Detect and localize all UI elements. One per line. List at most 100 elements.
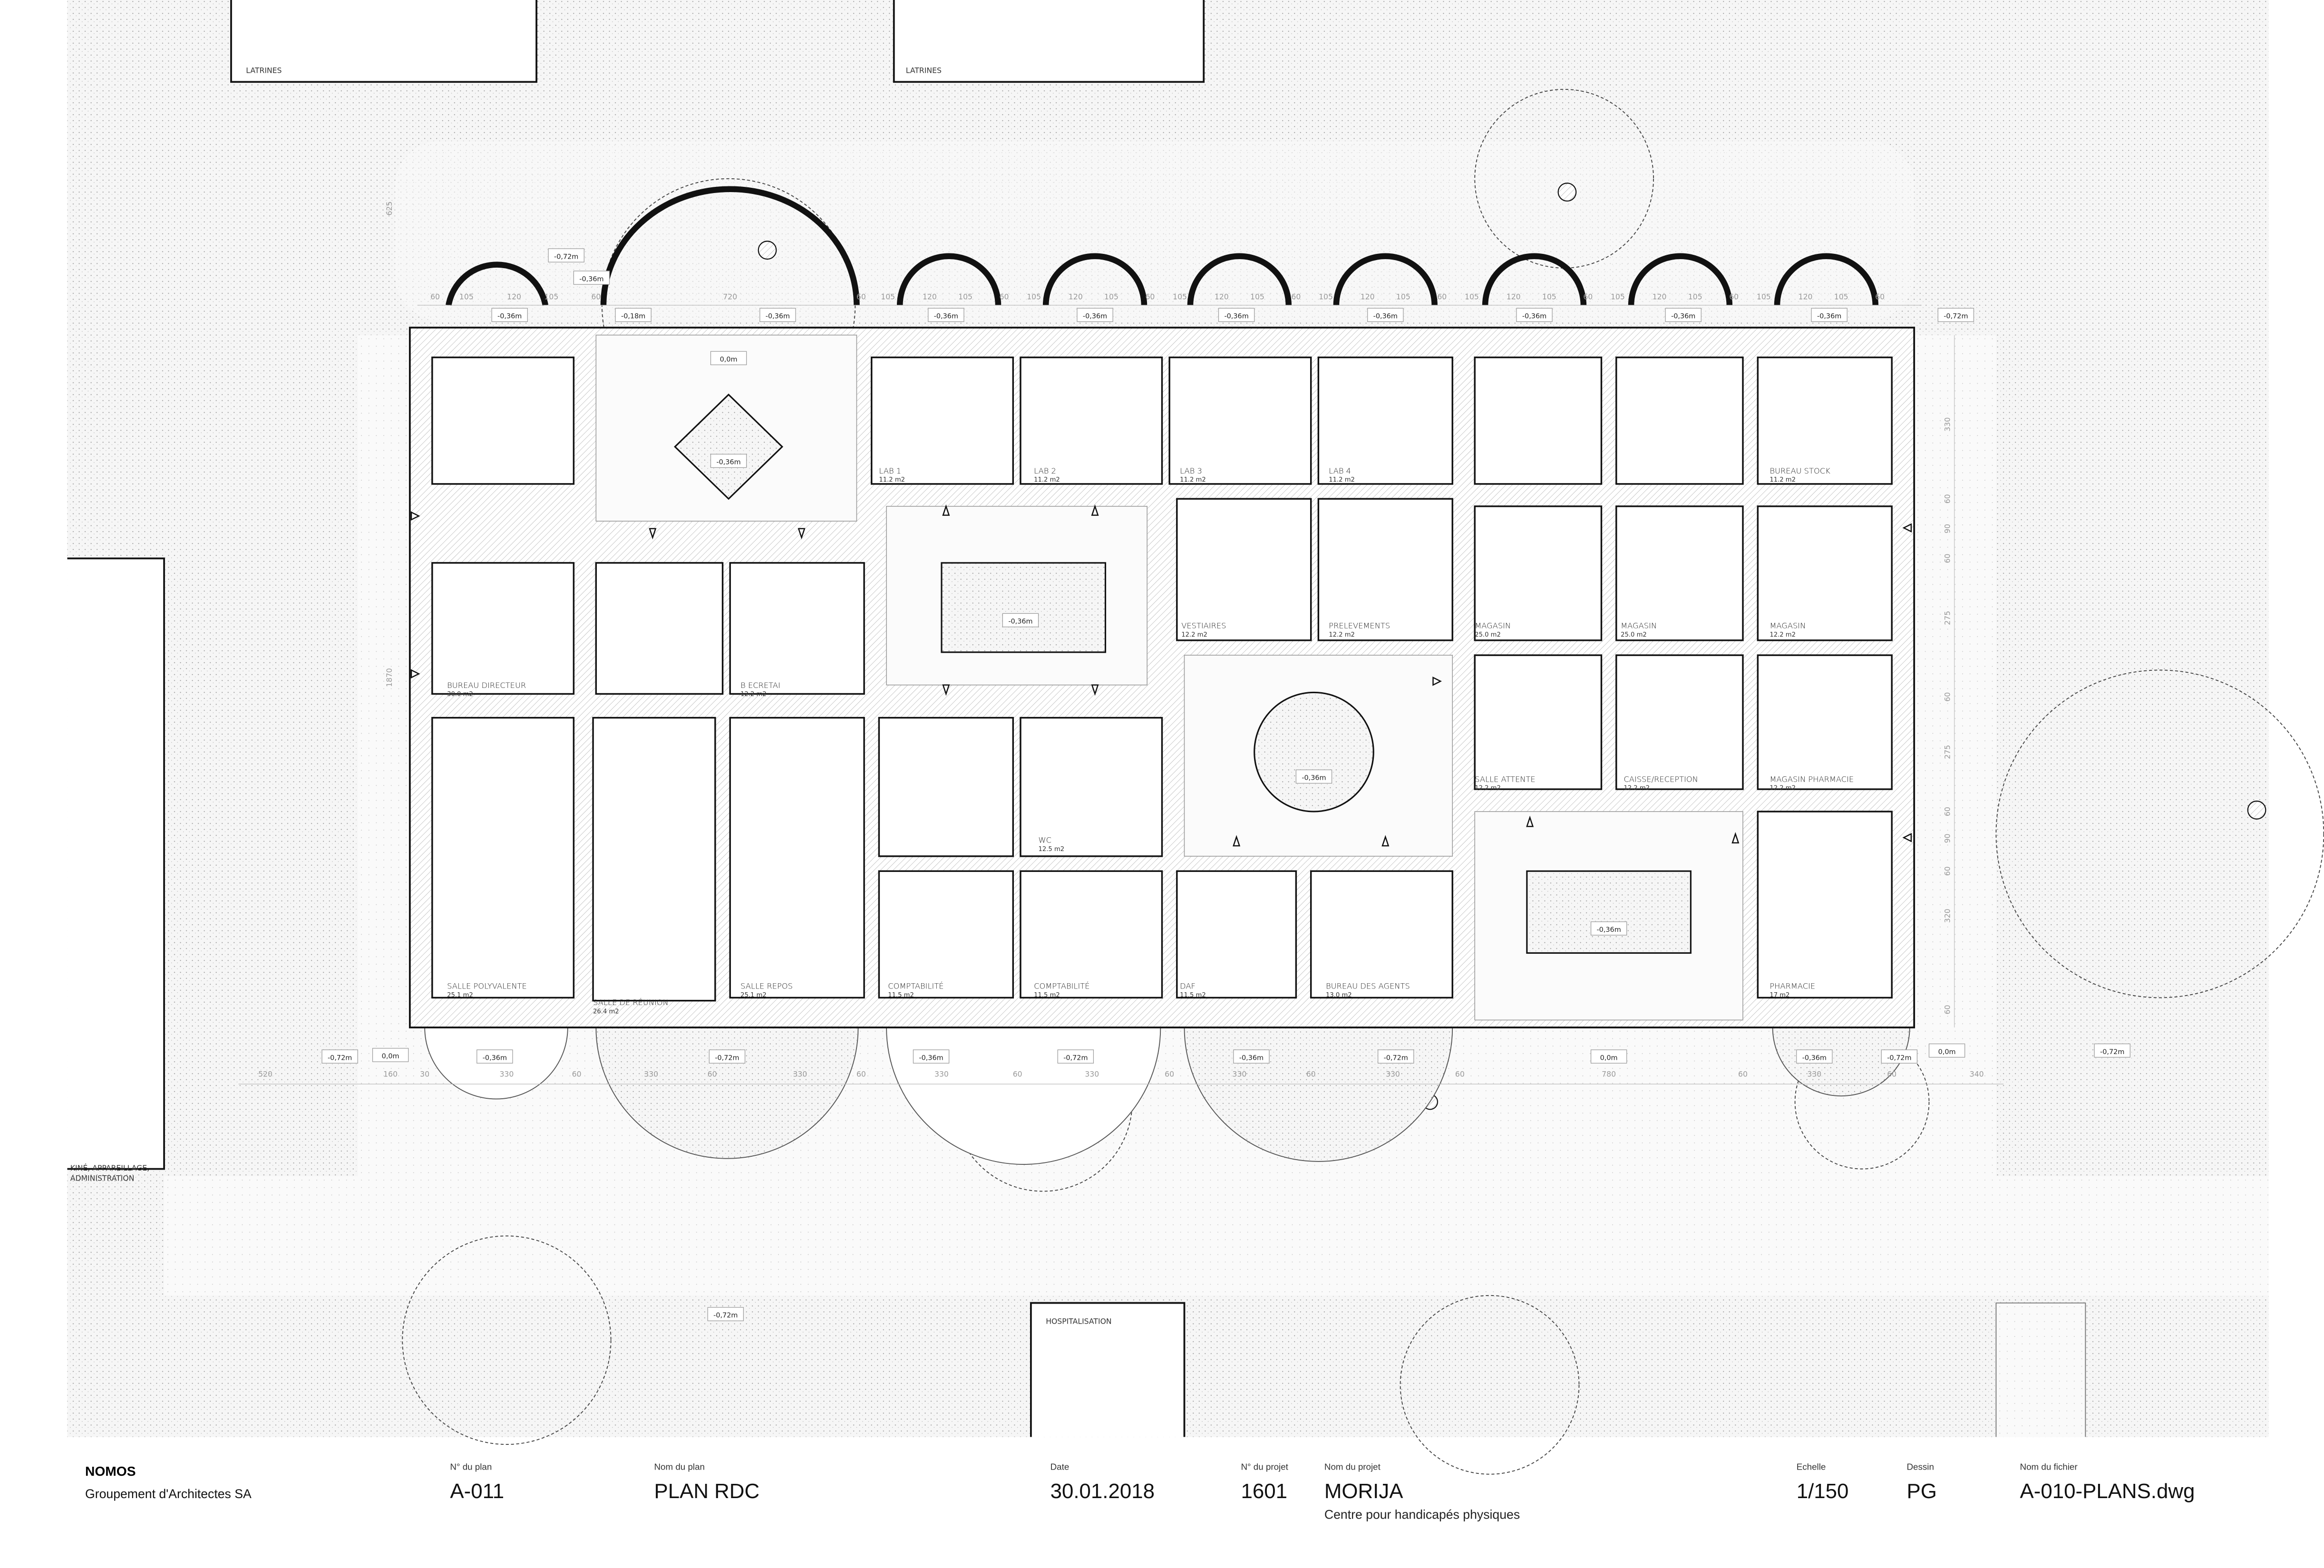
level-marker: -0,72m — [713, 1312, 738, 1319]
level-marker: -0,36m — [716, 459, 740, 466]
date-caption: Date — [1050, 1462, 1070, 1471]
room — [1615, 505, 1744, 641]
dimension: 60 — [708, 1069, 717, 1078]
room-name: COMPTABILITÉ — [1034, 982, 1089, 991]
dimension: 330 — [1807, 1069, 1821, 1078]
room-name: SALLE POLYVALENTE — [447, 982, 527, 991]
room-name: MAGASIN — [1621, 621, 1657, 630]
dimension: 105 — [1757, 292, 1771, 301]
planter — [1254, 691, 1374, 813]
room-name: VESTIAIRES — [1181, 621, 1226, 630]
level-marker-box — [710, 351, 747, 365]
arch — [1187, 253, 1292, 306]
level-markers: -0,72m-0,36m-0,36m-0,18m-0,36m-0,36m-0,3… — [321, 248, 2130, 1321]
room-area: 12.2 m2 — [1475, 785, 1501, 792]
level-marker-box — [372, 1048, 409, 1062]
dimension: 780 — [1602, 1069, 1616, 1078]
room-name: BUREAU STOCK — [1770, 466, 1830, 475]
room-area: 11.5 m2 — [1034, 992, 1060, 999]
level-marker-box — [2094, 1043, 2130, 1058]
level-marker-box — [321, 1049, 358, 1064]
room-name: SALLE REPOS — [740, 982, 793, 991]
level-marker-box — [1811, 308, 1848, 322]
room-name: PRELEVEMENTS — [1329, 621, 1390, 630]
room — [729, 562, 865, 695]
level-marker: -0,36m — [497, 313, 522, 320]
project-subtitle: Centre pour handicapés physiques — [1324, 1508, 1520, 1522]
dimension: 60 — [1013, 1069, 1022, 1078]
level-marker-box — [1937, 308, 1974, 322]
level-marker: -0,36m — [1239, 1054, 1264, 1062]
dimension: 60 — [1943, 692, 1952, 702]
date: 30.01.2018 — [1050, 1480, 1155, 1503]
room — [1020, 870, 1163, 999]
dimension: 105 — [1465, 292, 1479, 301]
dimension: 90 — [1943, 833, 1952, 843]
room-name: B ECRETAI — [740, 681, 780, 690]
dimension: 30 — [420, 1069, 429, 1078]
room-area: 13.0 m2 — [1326, 992, 1352, 999]
dimension: 625 — [385, 202, 394, 216]
plan-name-caption: Nom du plan — [654, 1462, 705, 1471]
level-marker: -0,72m — [1063, 1054, 1088, 1062]
dimension: 720 — [723, 292, 737, 301]
room-area: 12.5 m2 — [1039, 846, 1065, 853]
dimension: 90 — [1943, 524, 1952, 533]
room-name: MAGASIN PHARMACIE — [1770, 774, 1854, 784]
room-name: BUREAU DIRECTEUR — [447, 681, 526, 690]
dimension: 520 — [258, 1069, 272, 1078]
plan-no: A-011 — [450, 1480, 504, 1503]
room — [431, 562, 575, 695]
project-name: MORIJA — [1324, 1480, 1403, 1503]
level-marker-box — [615, 308, 651, 322]
level-marker-box — [573, 271, 610, 285]
dimension: 120 — [1653, 292, 1667, 301]
room — [1310, 870, 1453, 999]
room-area: 11.5 m2 — [888, 992, 914, 999]
level-marker: 0,0m — [1600, 1054, 1618, 1062]
room-area: 11.2 m2 — [879, 476, 905, 484]
dimension: 60 — [1145, 292, 1155, 301]
dimension: 275 — [1943, 611, 1952, 625]
level-marker: -0,36m — [1008, 618, 1032, 626]
dimension: 60 — [1729, 292, 1739, 301]
room-area: 26.4 m2 — [593, 1008, 619, 1015]
dimension: 60 — [572, 1069, 582, 1078]
room — [1168, 356, 1312, 485]
level-marker: -0,72m — [1944, 313, 1968, 320]
room-name: MAGASIN — [1770, 621, 1806, 630]
level-marker: -0,72m — [1384, 1054, 1408, 1062]
title-block: NOMOS Groupement d'Architectes SA N° du … — [85, 1462, 2195, 1521]
label-hospitalisation: HOSPITALISATION — [1046, 1316, 1111, 1326]
room — [1615, 654, 1744, 790]
room-name: LAB 1 — [879, 466, 901, 475]
room-name: MAGASIN — [1475, 621, 1511, 630]
dimension: 330 — [1085, 1069, 1099, 1078]
room-area: 12.2 m2 — [1181, 631, 1207, 639]
level-marker: -0,72m — [2100, 1048, 2124, 1056]
level-marker-box — [913, 1049, 950, 1064]
level-marker: 0,0m — [1938, 1048, 1956, 1056]
dimension: 60 — [1306, 1069, 1316, 1078]
room — [878, 870, 1014, 999]
level-marker-box — [1367, 308, 1404, 322]
dimension: 60 — [1455, 1069, 1465, 1078]
rooms — [431, 356, 1893, 1002]
level-marker-box — [707, 1307, 744, 1321]
dimension: 120 — [1069, 292, 1083, 301]
room — [871, 356, 1014, 485]
level-marker-box — [928, 308, 964, 322]
room-area: 12.2 m2 — [1329, 631, 1355, 639]
dimension: 120 — [1799, 292, 1813, 301]
room-area: 11.2 m2 — [1180, 476, 1206, 484]
level-marker: -0,36m — [934, 313, 958, 320]
courtyards — [595, 334, 1743, 1021]
project-name-caption: Nom du projet — [1324, 1462, 1381, 1471]
room — [1757, 811, 1893, 999]
room-name: DAF — [1180, 982, 1196, 991]
level-marker-box — [1590, 1049, 1627, 1064]
level-marker: 0,0m — [720, 356, 738, 363]
dimension: 120 — [1215, 292, 1229, 301]
dimension: 275 — [1943, 745, 1952, 759]
